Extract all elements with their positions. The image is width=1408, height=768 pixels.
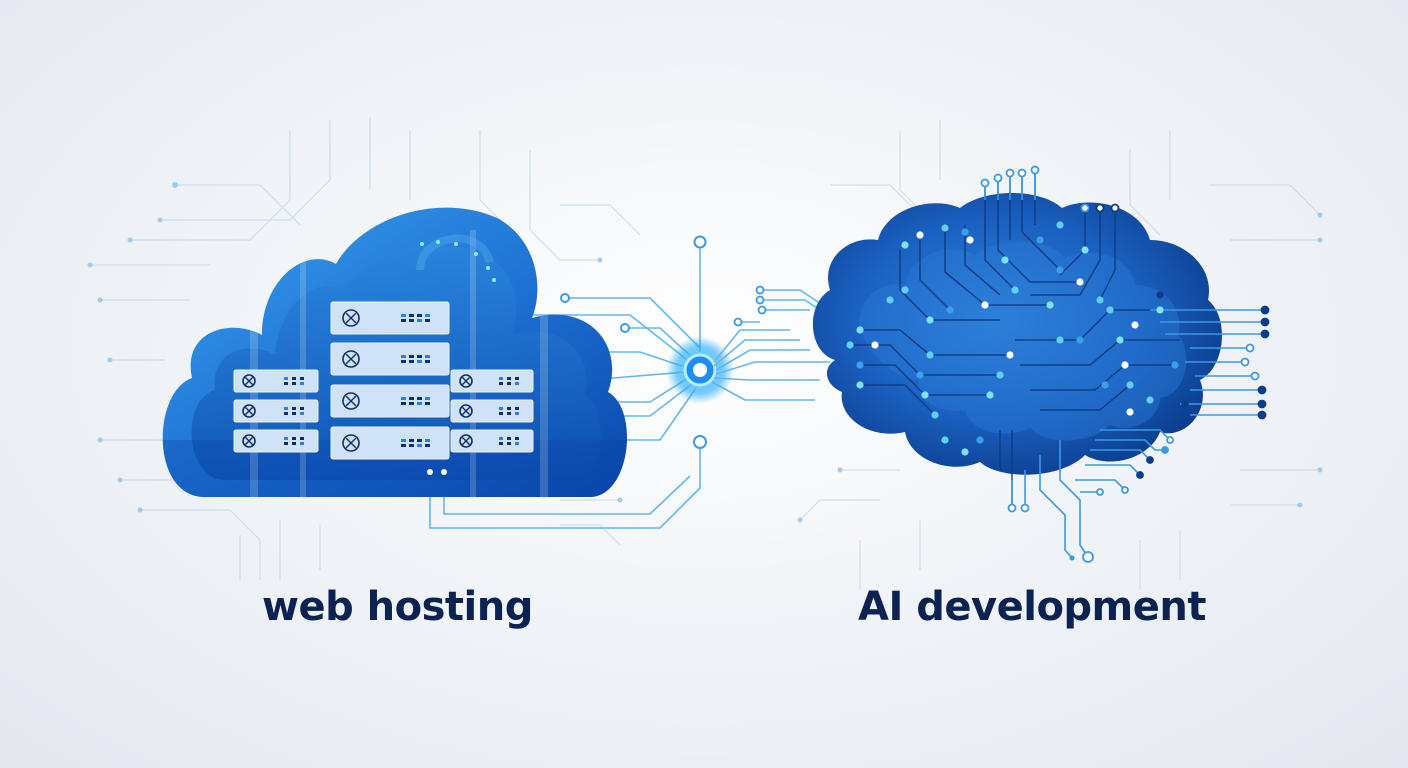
ai-development-label: AI development [858, 584, 1206, 630]
circuit-node [986, 391, 994, 399]
circuit-node [1171, 361, 1179, 369]
circuit-node [926, 316, 934, 324]
fan-icon [342, 434, 360, 452]
circuit-node [976, 436, 984, 444]
circuit-node [946, 306, 954, 314]
status-led-icon [499, 377, 519, 385]
circuit-node [856, 361, 864, 369]
brain-link-nodes [733, 285, 767, 327]
server-rack-group [233, 301, 534, 475]
circuit-node [1146, 396, 1154, 404]
server-unit [233, 399, 319, 423]
fan-icon [342, 350, 360, 368]
circuit-node [931, 411, 939, 419]
fan-icon [342, 392, 360, 410]
circuit-node [901, 241, 909, 249]
circuit-node [941, 224, 949, 232]
circuit-node [1006, 351, 1014, 359]
brain-circuit-nodes [846, 221, 1189, 456]
circuit-node [1131, 321, 1139, 329]
circuit-node [1126, 408, 1134, 416]
background-circuit-traces [90, 118, 1321, 590]
server-unit [330, 384, 450, 418]
server-unit [233, 429, 319, 453]
status-led-icon [499, 407, 519, 415]
status-led-icon [401, 397, 430, 405]
circuit-node [961, 228, 969, 236]
web-hosting-label: web hosting [262, 584, 533, 630]
circuit-node [1096, 296, 1104, 304]
server-unit [450, 429, 534, 453]
circuit-node [1156, 291, 1164, 299]
circuit-node [1001, 256, 1009, 264]
fan-icon [459, 374, 473, 388]
background-trace-dots [87, 182, 1323, 523]
brain-trace-terminals [980, 165, 1270, 563]
circuit-node [846, 341, 854, 349]
circuit-node [916, 231, 924, 239]
circuit-node [1056, 336, 1064, 344]
circuit-node [1056, 221, 1064, 229]
server-unit [450, 399, 534, 423]
circuit-node [1116, 336, 1124, 344]
cloud-sparkle-dots [420, 240, 496, 282]
status-led-icon [401, 314, 430, 322]
circuit-node [1076, 336, 1084, 344]
status-led-icon [284, 407, 304, 415]
circuit-node [966, 236, 974, 244]
status-led-icon [499, 437, 519, 445]
port-dot [427, 469, 433, 475]
circuit-node [1106, 306, 1114, 314]
status-led-icon [401, 355, 430, 363]
status-led-icon [284, 377, 304, 385]
circuit-node [1121, 361, 1129, 369]
cloud-link-nodes [560, 235, 707, 449]
circuit-brain-icon [812, 193, 1222, 475]
status-led-icon [401, 439, 430, 447]
circuit-node [1101, 381, 1109, 389]
server-unit [233, 369, 319, 393]
circuit-node [926, 351, 934, 359]
circuit-node [856, 326, 864, 334]
server-unit [330, 426, 450, 460]
circuit-node [1126, 381, 1134, 389]
circuit-node [901, 286, 909, 294]
circuit-node [916, 371, 924, 379]
circuit-node [921, 391, 929, 399]
circuit-node [1081, 246, 1089, 254]
circuit-node [1156, 306, 1164, 314]
fan-icon [242, 374, 256, 388]
network-hub-icon [666, 336, 734, 404]
fan-icon [242, 404, 256, 418]
circuit-node [1076, 278, 1084, 286]
status-led-icon [284, 437, 304, 445]
fan-icon [459, 434, 473, 448]
circuit-node [856, 381, 864, 389]
circuit-node [1181, 400, 1189, 408]
circuit-node [871, 341, 879, 349]
port-dot [441, 469, 447, 475]
circuit-node [996, 371, 1004, 379]
circuit-node [886, 296, 894, 304]
circuit-node [981, 301, 989, 309]
fan-icon [459, 404, 473, 418]
fan-icon [342, 309, 360, 327]
server-unit [330, 342, 450, 376]
circuit-node [1046, 301, 1054, 309]
circuit-node [961, 448, 969, 456]
server-unit [330, 301, 450, 335]
server-unit [450, 369, 534, 393]
circuit-node [1036, 236, 1044, 244]
circuit-node [941, 436, 949, 444]
fan-icon [242, 434, 256, 448]
circuit-node [1056, 266, 1064, 274]
circuit-node [1011, 286, 1019, 294]
